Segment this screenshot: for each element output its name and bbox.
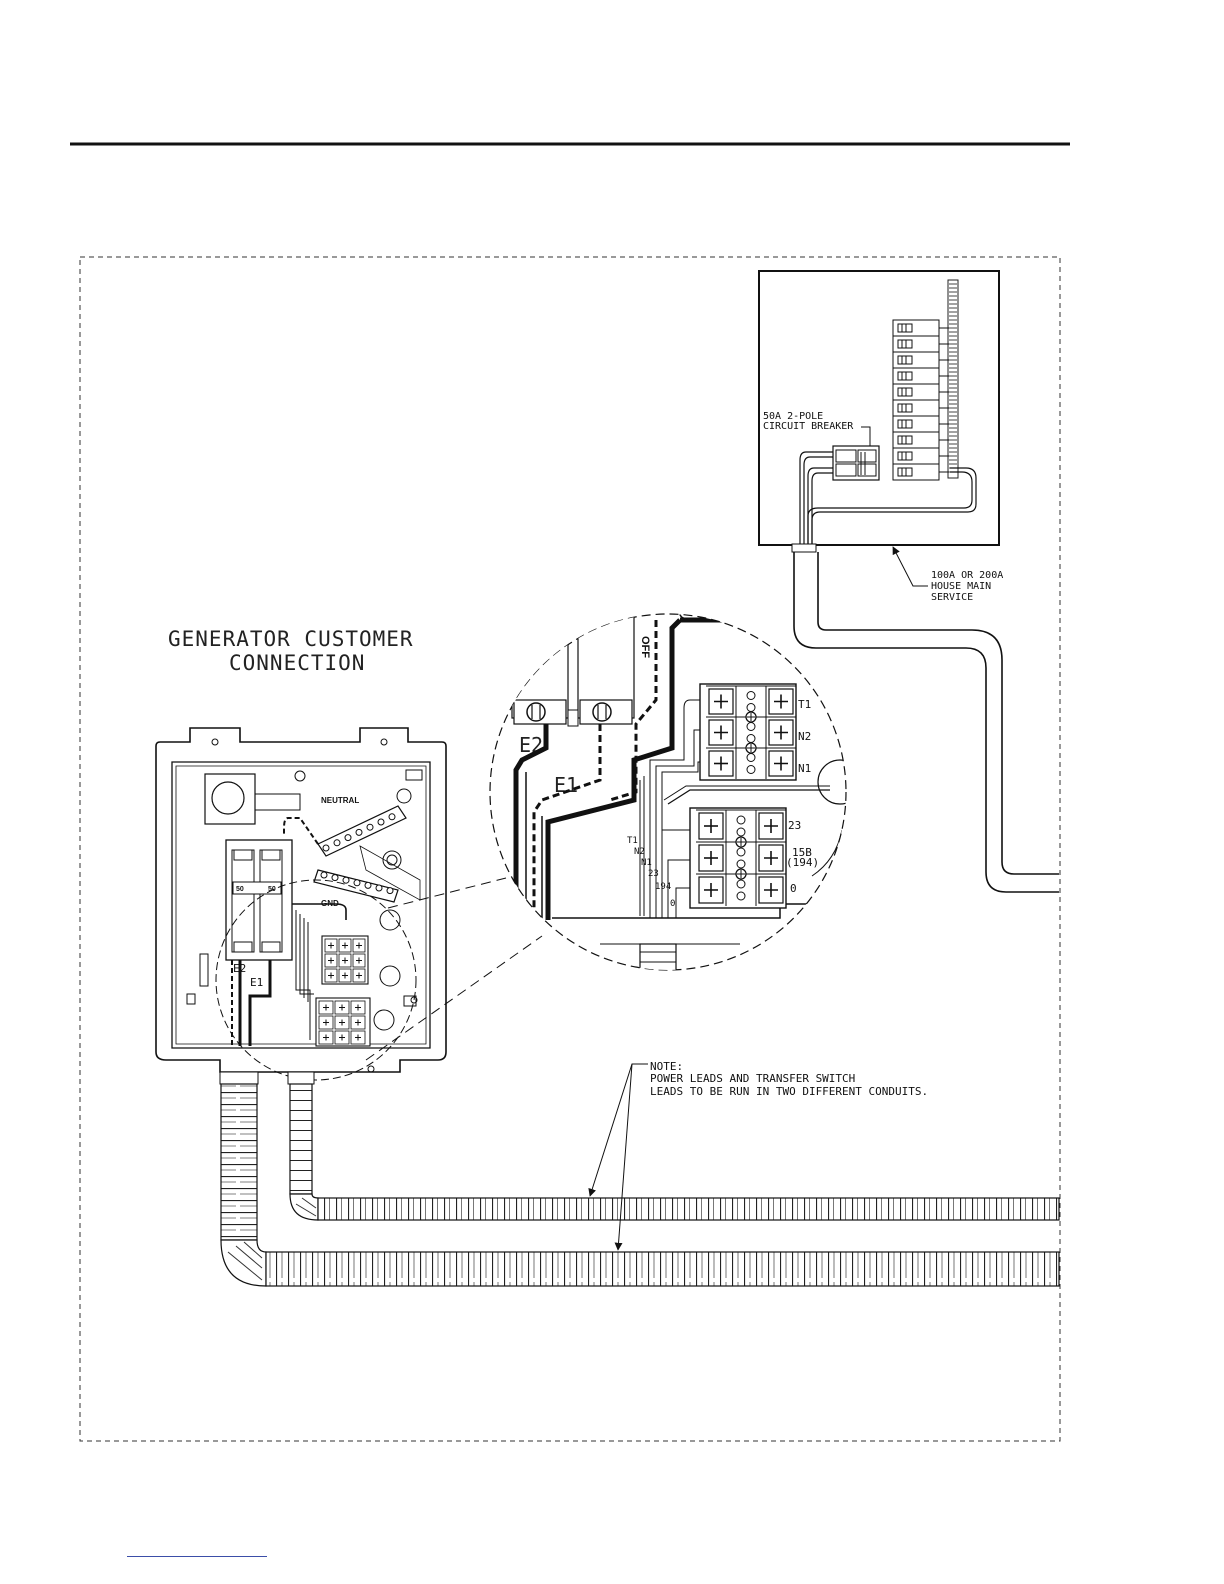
terminal-detail-view: OFF E2 E1 bbox=[490, 600, 862, 974]
service-label-3: SERVICE bbox=[931, 592, 973, 603]
wire-label-t1: T1 bbox=[627, 836, 638, 846]
label-n1: N1 bbox=[798, 762, 811, 775]
label-23: 23 bbox=[788, 819, 801, 832]
service-label-1: 100A OR 200A bbox=[931, 570, 1003, 581]
label-194: (194) bbox=[786, 856, 819, 869]
note-line-2: LEADS TO BE RUN IN TWO DIFFERENT CONDUIT… bbox=[650, 1085, 928, 1098]
breaker-label-2: CIRCUIT BREAKER bbox=[763, 421, 854, 432]
generator-connection-box: NEUTRAL GND 50 50 E2 E1 bbox=[156, 728, 446, 1084]
flex-conduits bbox=[221, 1084, 1059, 1286]
footer-link-line bbox=[127, 1556, 267, 1557]
breaker-rating-left: 50 bbox=[236, 886, 244, 893]
wire-label-n1: N1 bbox=[641, 858, 652, 868]
label-n2: N2 bbox=[798, 730, 811, 743]
gen-e1-label: E1 bbox=[250, 976, 263, 989]
title-line-2: CONNECTION bbox=[229, 651, 365, 675]
title-line-1: GENERATOR CUSTOMER bbox=[168, 627, 414, 651]
house-main-panel: 50A 2-POLE CIRCUIT BREAKER bbox=[759, 271, 999, 552]
wire-label-23: 23 bbox=[648, 869, 659, 879]
off-label: OFF bbox=[639, 636, 651, 658]
label-0: 0 bbox=[790, 882, 797, 895]
neutral-label: NEUTRAL bbox=[321, 796, 359, 805]
wire-label-n2: N2 bbox=[634, 847, 645, 857]
label-t1: T1 bbox=[798, 698, 811, 711]
wire-label-194: 194 bbox=[655, 882, 671, 892]
service-label-2: HOUSE MAIN bbox=[931, 581, 991, 592]
note-leader-2 bbox=[618, 1064, 632, 1250]
wire-label-0: 0 bbox=[670, 899, 675, 909]
note-leader-1 bbox=[590, 1064, 648, 1196]
note-line-1: POWER LEADS AND TRANSFER SWITCH bbox=[650, 1072, 855, 1085]
